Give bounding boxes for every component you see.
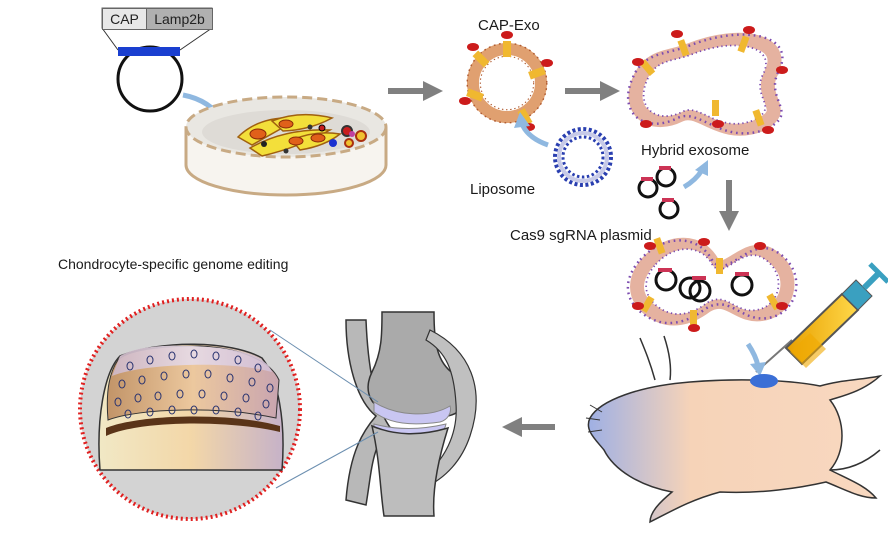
liposome — [553, 127, 613, 187]
cap-exo-label: CAP-Exo — [478, 17, 540, 34]
loaded-hybrid-exosome — [626, 237, 798, 332]
lamp2b-proteins — [466, 41, 546, 126]
plasmid-load-arrow — [682, 160, 708, 190]
plasmid-insert — [118, 47, 180, 56]
cas9-plasmid-label: Cas9 sgRNA plasmid — [510, 227, 652, 244]
syringe — [755, 262, 888, 373]
loaded-plasmids — [654, 268, 754, 303]
injection-site — [750, 374, 778, 388]
petri-dish — [184, 95, 388, 197]
genome-editing-label: Chondrocyte-specific genome editing — [58, 256, 289, 272]
mouse — [585, 335, 883, 524]
plasmid-ring — [116, 45, 184, 113]
arrow-hybrid-down — [719, 180, 739, 231]
hybrid-exosome-top — [626, 26, 788, 136]
cap-label: CAP — [102, 8, 147, 30]
zoom-lines — [269, 329, 379, 489]
cartilage-zoom — [78, 297, 302, 521]
knee-joint — [345, 311, 477, 517]
chondrocytes — [114, 349, 274, 421]
arrow-mouse-to-joint — [502, 417, 555, 437]
liposome-label: Liposome — [470, 181, 536, 198]
injection-arrow — [745, 342, 766, 376]
lamp2b-label: Lamp2b — [146, 8, 213, 30]
cap-exo — [459, 31, 553, 131]
hybrid-exosome-label: Hybrid exosome — [641, 142, 750, 159]
arrow-exo-to-hybrid — [565, 81, 620, 101]
arrow-dish-to-exo — [388, 81, 443, 101]
cas9-plasmids — [637, 166, 680, 220]
cells — [236, 113, 367, 157]
fusion-arrow — [514, 112, 549, 148]
